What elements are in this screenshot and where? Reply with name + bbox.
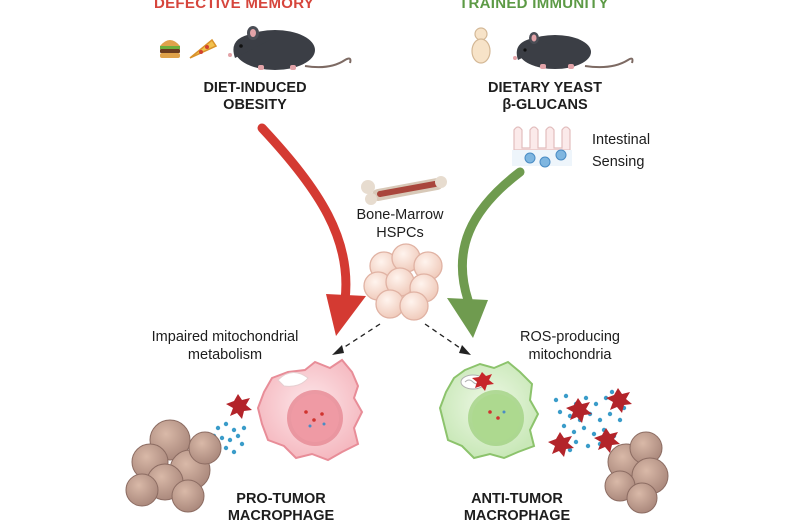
green-arrow <box>457 167 525 305</box>
yeast-icon <box>471 27 491 64</box>
tumor-icon <box>125 419 222 513</box>
red-arrowhead <box>326 294 366 336</box>
pro-tumor-line2: MACROPHAGE <box>227 508 335 524</box>
ros-mitochondria-line1: ROS-producing <box>520 329 620 345</box>
ros-mitochondria-line2: mitochondria <box>528 347 612 363</box>
right-condition-line2: β-GLUCANS <box>502 97 588 113</box>
red-arrow <box>257 123 351 305</box>
anti-tumor-line2: MACROPHAGE <box>463 508 571 524</box>
burger-icon <box>160 40 180 58</box>
impaired-metabolism-line2: metabolism <box>187 347 263 363</box>
bone-marrow-label: Bone-Marrow HSPCs <box>345 206 455 242</box>
anti-tumor-label: ANTI-TUMOR MACROPHAGE <box>452 491 582 525</box>
intestinal-sensing-line2: Sensing <box>592 154 645 170</box>
intestinal-sensing-line1: Intestinal <box>592 132 651 148</box>
impaired-metabolism-line1: Impaired mitochondrial <box>151 329 299 345</box>
left-condition-line2: OBESITY <box>223 97 287 113</box>
right-header: TRAINED IMMUNITY <box>459 0 609 12</box>
pizza-icon <box>189 38 218 59</box>
left-condition-line1: DIET-INDUCED <box>203 80 307 96</box>
left-header: DEFECTIVE MEMORY <box>154 0 315 12</box>
ros-burst-icon <box>226 394 252 419</box>
ros-burst-icon <box>548 388 632 457</box>
right-condition-label: DIETARY YEAST β-GLUCANS <box>470 80 620 114</box>
dashed-arrow-left <box>339 323 381 351</box>
anti-tumor-macrophage-icon <box>438 360 540 460</box>
green-arrowhead <box>447 298 488 338</box>
intestinal-sensing-label: Intestinal Sensing <box>592 129 650 173</box>
pro-tumor-line1: PRO-TUMOR <box>236 491 326 507</box>
intestine-icon <box>512 126 572 168</box>
bone-marrow-line2: HSPCs <box>376 225 424 241</box>
bone-marrow-line1: Bone-Marrow <box>356 207 444 223</box>
mouse-icon <box>228 26 352 70</box>
mouse-icon <box>513 32 634 69</box>
left-condition-label: DIET-INDUCED OBESITY <box>180 80 330 114</box>
ros-mitochondria-label: ROS-producing mitochondria <box>505 328 635 364</box>
pro-tumor-macrophage-icon <box>256 358 364 462</box>
tumor-icon <box>604 431 669 514</box>
dashed-arrow-right <box>424 323 464 351</box>
anti-tumor-line1: ANTI-TUMOR <box>471 491 563 507</box>
bone-icon <box>361 176 447 205</box>
right-condition-line1: DIETARY YEAST <box>488 80 602 96</box>
hspc-cluster-icon <box>363 243 443 321</box>
pro-tumor-label: PRO-TUMOR MACROPHAGE <box>216 491 346 525</box>
impaired-metabolism-label: Impaired mitochondrial metabolism <box>130 328 320 364</box>
